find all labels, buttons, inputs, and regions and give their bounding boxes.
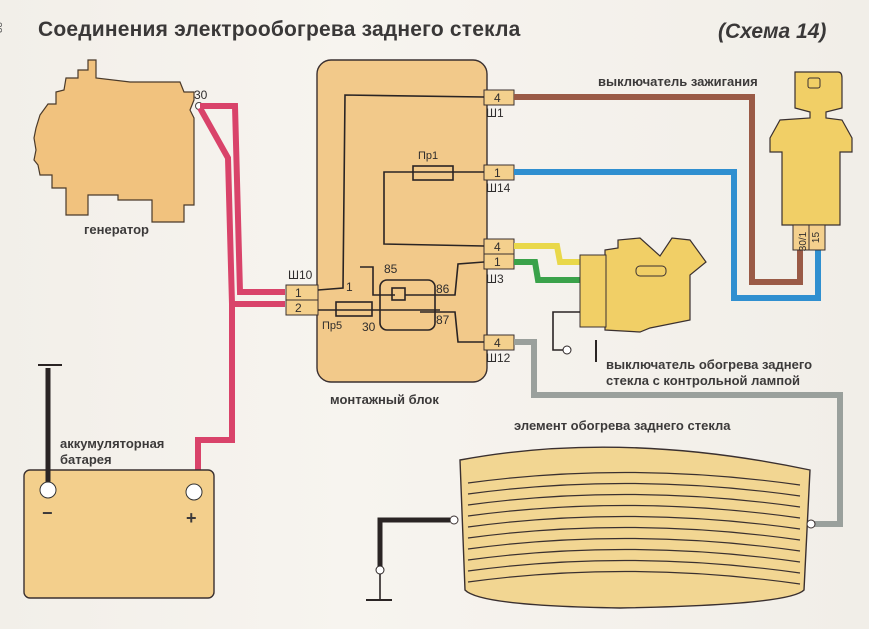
heater-grid-line: [467, 515, 801, 530]
heater-grid-line: [467, 493, 801, 508]
heater-terminal-left: [449, 515, 459, 525]
fuse-pr1: [412, 165, 454, 181]
wire-red-1: [200, 103, 285, 295]
relay-coil: [391, 287, 406, 301]
heater-ground-point: [375, 565, 385, 575]
ignition-terminal-30-1-label: 30/1: [798, 231, 810, 252]
page-number: 28: [0, 22, 3, 34]
ignition-terminal-15-label: 15: [811, 231, 823, 244]
mounting-block-label: монтажный блок: [330, 392, 439, 407]
connector-sh3-pin1: 1: [494, 255, 501, 269]
battery-body: [23, 469, 215, 599]
battery-label-1: аккумуляторная: [60, 436, 165, 451]
wire-red-battery: [195, 304, 235, 488]
heater-grid-line: [467, 537, 801, 552]
heater-grid-line: [467, 548, 801, 563]
heater-element-label: элемент обогрева заднего стекла: [514, 418, 731, 433]
relay-87-wire: [420, 311, 484, 343]
wire-green-red: [514, 259, 580, 283]
ignition-terminal-15: [808, 224, 826, 251]
wire-red-2: [197, 106, 285, 307]
battery-label-2: батарея: [60, 452, 112, 467]
heater-switch-body: [604, 237, 707, 333]
generator-terminal-label: 30: [194, 88, 208, 102]
relay-pin-85-wire: [360, 266, 395, 296]
heater-ground-wire: [377, 517, 450, 570]
relay-pin-86: 86: [436, 282, 450, 296]
relay-pin-87: 87: [436, 313, 450, 327]
fuse-pr1-label: Пр1: [418, 150, 439, 162]
connector-sh12-label: Ш12: [486, 351, 511, 365]
heater-grid-line: [467, 482, 801, 497]
internal-wire-sh1: [317, 94, 485, 291]
heater-switch-label-1: выключатель обогрева заднего: [606, 357, 813, 372]
generator-body: [33, 59, 195, 223]
heater-element-grid: [467, 471, 801, 585]
heater-switch-lamp: [635, 265, 667, 277]
connector-sh10-pin1-label: 1: [295, 286, 302, 300]
ignition-key-hole: [807, 77, 821, 89]
ground-point: [562, 345, 572, 355]
wire-blue: [514, 169, 821, 301]
connector-sh1-pin: 4: [494, 91, 501, 105]
connector-sh14-label: Ш14: [486, 181, 511, 195]
fuse-pr5: [335, 301, 373, 317]
wire-gray: [514, 339, 843, 527]
connector-sh3-pin4: 4: [494, 240, 501, 254]
battery-terminal-plus: [185, 483, 203, 501]
battery-plus-label: +: [186, 508, 197, 528]
relay-86-wire: [405, 261, 485, 296]
connector-sh12-pin: 4: [494, 336, 501, 350]
connector-sh10-pin2: [285, 299, 319, 316]
internal-pin-1: 1: [346, 280, 353, 294]
connector-sh10-pin2-label: 2: [295, 301, 302, 315]
ignition-switch-label: выключатель зажигания: [598, 74, 758, 89]
wire-yellow-blue: [514, 243, 580, 265]
connector-sh14-pin: 1: [494, 166, 501, 180]
heater-grid-line: [467, 471, 801, 486]
connector-sh10-pin1: [285, 284, 319, 301]
heater-grid-line: [467, 504, 801, 519]
relay: [379, 279, 436, 331]
heater-grid-line: [467, 526, 801, 541]
heater-grid-line: [467, 570, 801, 585]
relay-pin-30: 30: [362, 320, 376, 334]
heater-switch-label-2: стекла с контрольной лампой: [606, 373, 801, 388]
wire-brown: [514, 94, 803, 285]
heater-switch-ground: [552, 311, 580, 351]
generator-label: генератор: [84, 222, 149, 237]
heater-grid-line: [467, 559, 801, 574]
internal-wire-sh14: [383, 171, 485, 247]
heater-switch-contacts: [579, 254, 607, 328]
connector-sh1-label: Ш1: [486, 106, 504, 120]
heater-terminal-right: [806, 519, 816, 529]
mounting-block: [316, 59, 488, 383]
connector-sh3-label: Ш3: [486, 272, 504, 286]
scheme-label: (Схема 14): [718, 20, 827, 43]
connector-sh10-label: Ш10: [288, 268, 313, 282]
fuse-pr5-label: Пр5: [322, 320, 343, 332]
ignition-switch-body: [769, 71, 853, 226]
battery-minus-label: −: [42, 503, 53, 523]
relay-pin-85: 85: [384, 262, 398, 276]
battery-terminal-minus: [39, 481, 57, 499]
page-title: Соединения электрообогрева заднего стекл…: [38, 18, 521, 41]
